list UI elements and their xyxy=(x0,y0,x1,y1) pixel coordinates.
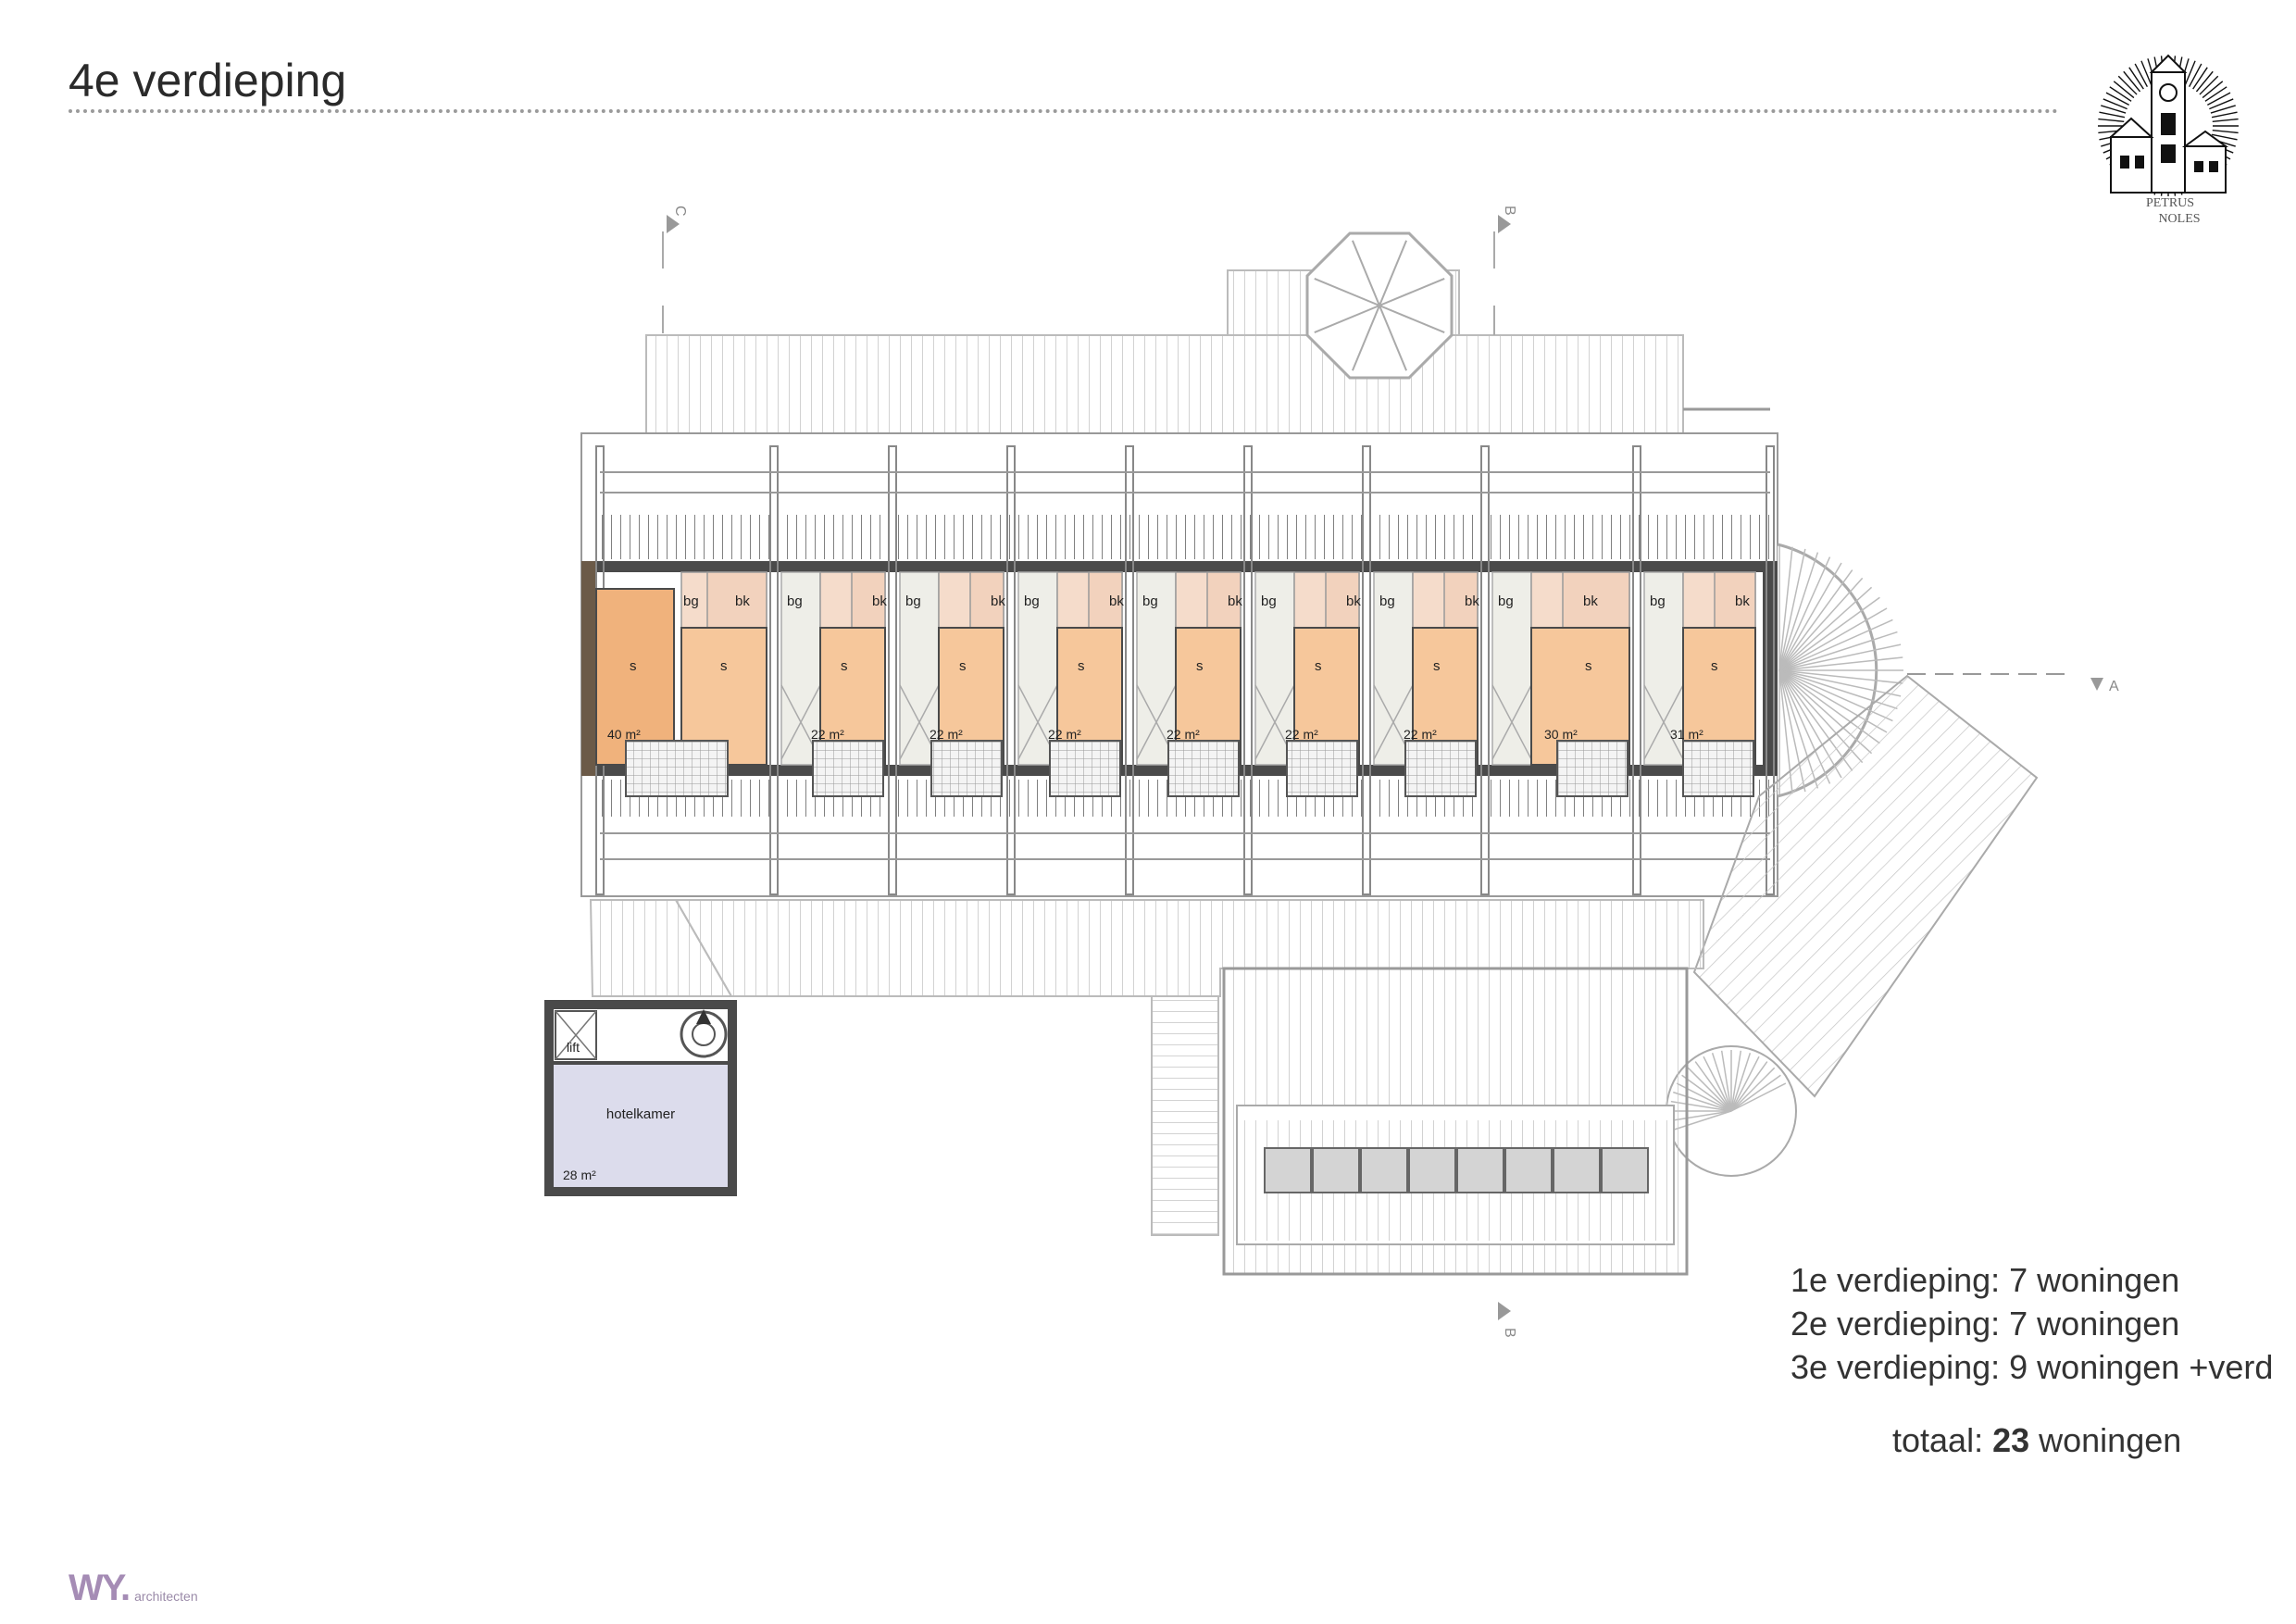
balcony xyxy=(1682,740,1754,797)
storage-label: bk xyxy=(1109,593,1124,609)
apartment-unit: bg bk s 31 m² xyxy=(1643,571,1756,766)
balcony xyxy=(1556,740,1628,797)
storage-label: bk xyxy=(991,593,1005,609)
summary-floor-3: 3e verdieping: 9 woningen +verd xyxy=(1791,1348,2274,1386)
apartment-unit: bg bk s 22 m² xyxy=(899,571,1005,766)
balcony xyxy=(1286,740,1358,797)
storage-label: bk xyxy=(1583,593,1598,609)
bathroom-label: bg xyxy=(905,593,921,609)
section-marker-b-bottom: B xyxy=(1502,1328,1517,1338)
logo-text-line2: NOLES xyxy=(2158,212,2200,226)
roof-east-wing xyxy=(1692,674,2039,1098)
room-label: s xyxy=(1711,658,1718,674)
apartment-unit: s 40 m² xyxy=(595,588,675,766)
title-divider xyxy=(69,109,2059,113)
storage-label: bk xyxy=(1735,593,1750,609)
room-label: s xyxy=(1585,658,1592,674)
summary-total-value: 23 xyxy=(1992,1421,2030,1459)
apartment-unit: bg bk s 22 m² xyxy=(1373,571,1479,766)
logo-text-line1: PETRUS xyxy=(2146,196,2194,210)
room-label: s xyxy=(1315,658,1322,674)
apartment-unit: bg bk s xyxy=(680,571,767,766)
apartment-unit: bg bk s 22 m² xyxy=(1254,571,1361,766)
bathroom-label: bg xyxy=(1650,593,1666,609)
storage-label: bk xyxy=(1346,593,1361,609)
bathroom-label: bg xyxy=(683,593,699,609)
unit-area: 22 m² xyxy=(930,727,963,742)
bathroom-label: bg xyxy=(1498,593,1514,609)
bathroom-label: bg xyxy=(1261,593,1277,609)
room-label: s xyxy=(841,658,848,674)
lift-label: lift xyxy=(567,1040,580,1055)
room-label: s xyxy=(720,658,728,674)
storage-label: bk xyxy=(735,593,750,609)
balcony xyxy=(1404,740,1477,797)
apartment-unit: bg bk s 22 m² xyxy=(1017,571,1124,766)
balcony xyxy=(812,740,884,797)
room-label: s xyxy=(1433,658,1441,674)
summary-total: totaal: 23 woningen xyxy=(1892,1421,2273,1460)
architect-brand: WY. architecten xyxy=(69,1569,198,1606)
section-marker-a: A xyxy=(2109,679,2119,694)
section-marker-c: C xyxy=(672,206,688,217)
apartment-unit: bg bk s 30 m² xyxy=(1491,571,1630,766)
bathroom-label: bg xyxy=(787,593,803,609)
storage-label: bk xyxy=(1228,593,1242,609)
brand-name: architecten xyxy=(134,1589,198,1604)
unit-area: 22 m² xyxy=(1048,727,1081,742)
east-wall xyxy=(1763,561,1778,776)
stair-block xyxy=(1151,995,1219,1236)
summary-total-suffix: woningen xyxy=(2029,1421,2182,1459)
summary-floor-1: 1e verdieping: 7 woningen xyxy=(1791,1261,2180,1299)
hotel-room xyxy=(554,1065,728,1187)
balcony xyxy=(930,740,1003,797)
balcony xyxy=(1167,740,1240,797)
roof-top xyxy=(645,334,1684,438)
north-wall xyxy=(581,561,1776,572)
apartment-unit: bg bk s 22 m² xyxy=(1136,571,1242,766)
brand-logo-mark: WY. xyxy=(69,1568,131,1608)
corridor-north-hatch xyxy=(600,515,1776,559)
apartment-unit: bg bk s 22 m² xyxy=(780,571,887,766)
hotel-room-label: hotelkamer xyxy=(606,1106,675,1122)
section-marker-b-top: B xyxy=(1502,206,1517,216)
bathroom-label: bg xyxy=(1142,593,1158,609)
west-wall xyxy=(581,561,596,776)
unit-area: 40 m² xyxy=(607,727,641,742)
unit-area: 31 m² xyxy=(1670,727,1703,742)
unit-area: 22 m² xyxy=(1285,727,1318,742)
summary-floor-2: 2e verdieping: 7 woningen xyxy=(1791,1305,2180,1343)
unit-area: 22 m² xyxy=(1167,727,1200,742)
storage-label: bk xyxy=(1465,593,1479,609)
balcony xyxy=(625,740,729,797)
unit-area: 30 m² xyxy=(1544,727,1578,742)
church-tower-sunburst-icon: PETRUS NOLES xyxy=(2098,54,2239,226)
unit-summary: 1e verdieping: 7 woningen 2e verdieping:… xyxy=(1791,1261,2273,1460)
room-label: s xyxy=(1196,658,1204,674)
room-label: s xyxy=(959,658,967,674)
storage-label: bk xyxy=(872,593,887,609)
hotel-room-area: 28 m² xyxy=(563,1168,596,1182)
balcony xyxy=(1049,740,1121,797)
room-label: s xyxy=(630,658,637,674)
summary-total-prefix: totaal: xyxy=(1892,1421,1993,1459)
page-title: 4e verdieping xyxy=(69,55,347,106)
unit-area: 22 m² xyxy=(1404,727,1437,742)
bathroom-label: bg xyxy=(1024,593,1040,609)
room-label: s xyxy=(1078,658,1085,674)
bathroom-label: bg xyxy=(1379,593,1395,609)
unit-area: 22 m² xyxy=(811,727,844,742)
roof-south-middle xyxy=(674,899,1704,997)
